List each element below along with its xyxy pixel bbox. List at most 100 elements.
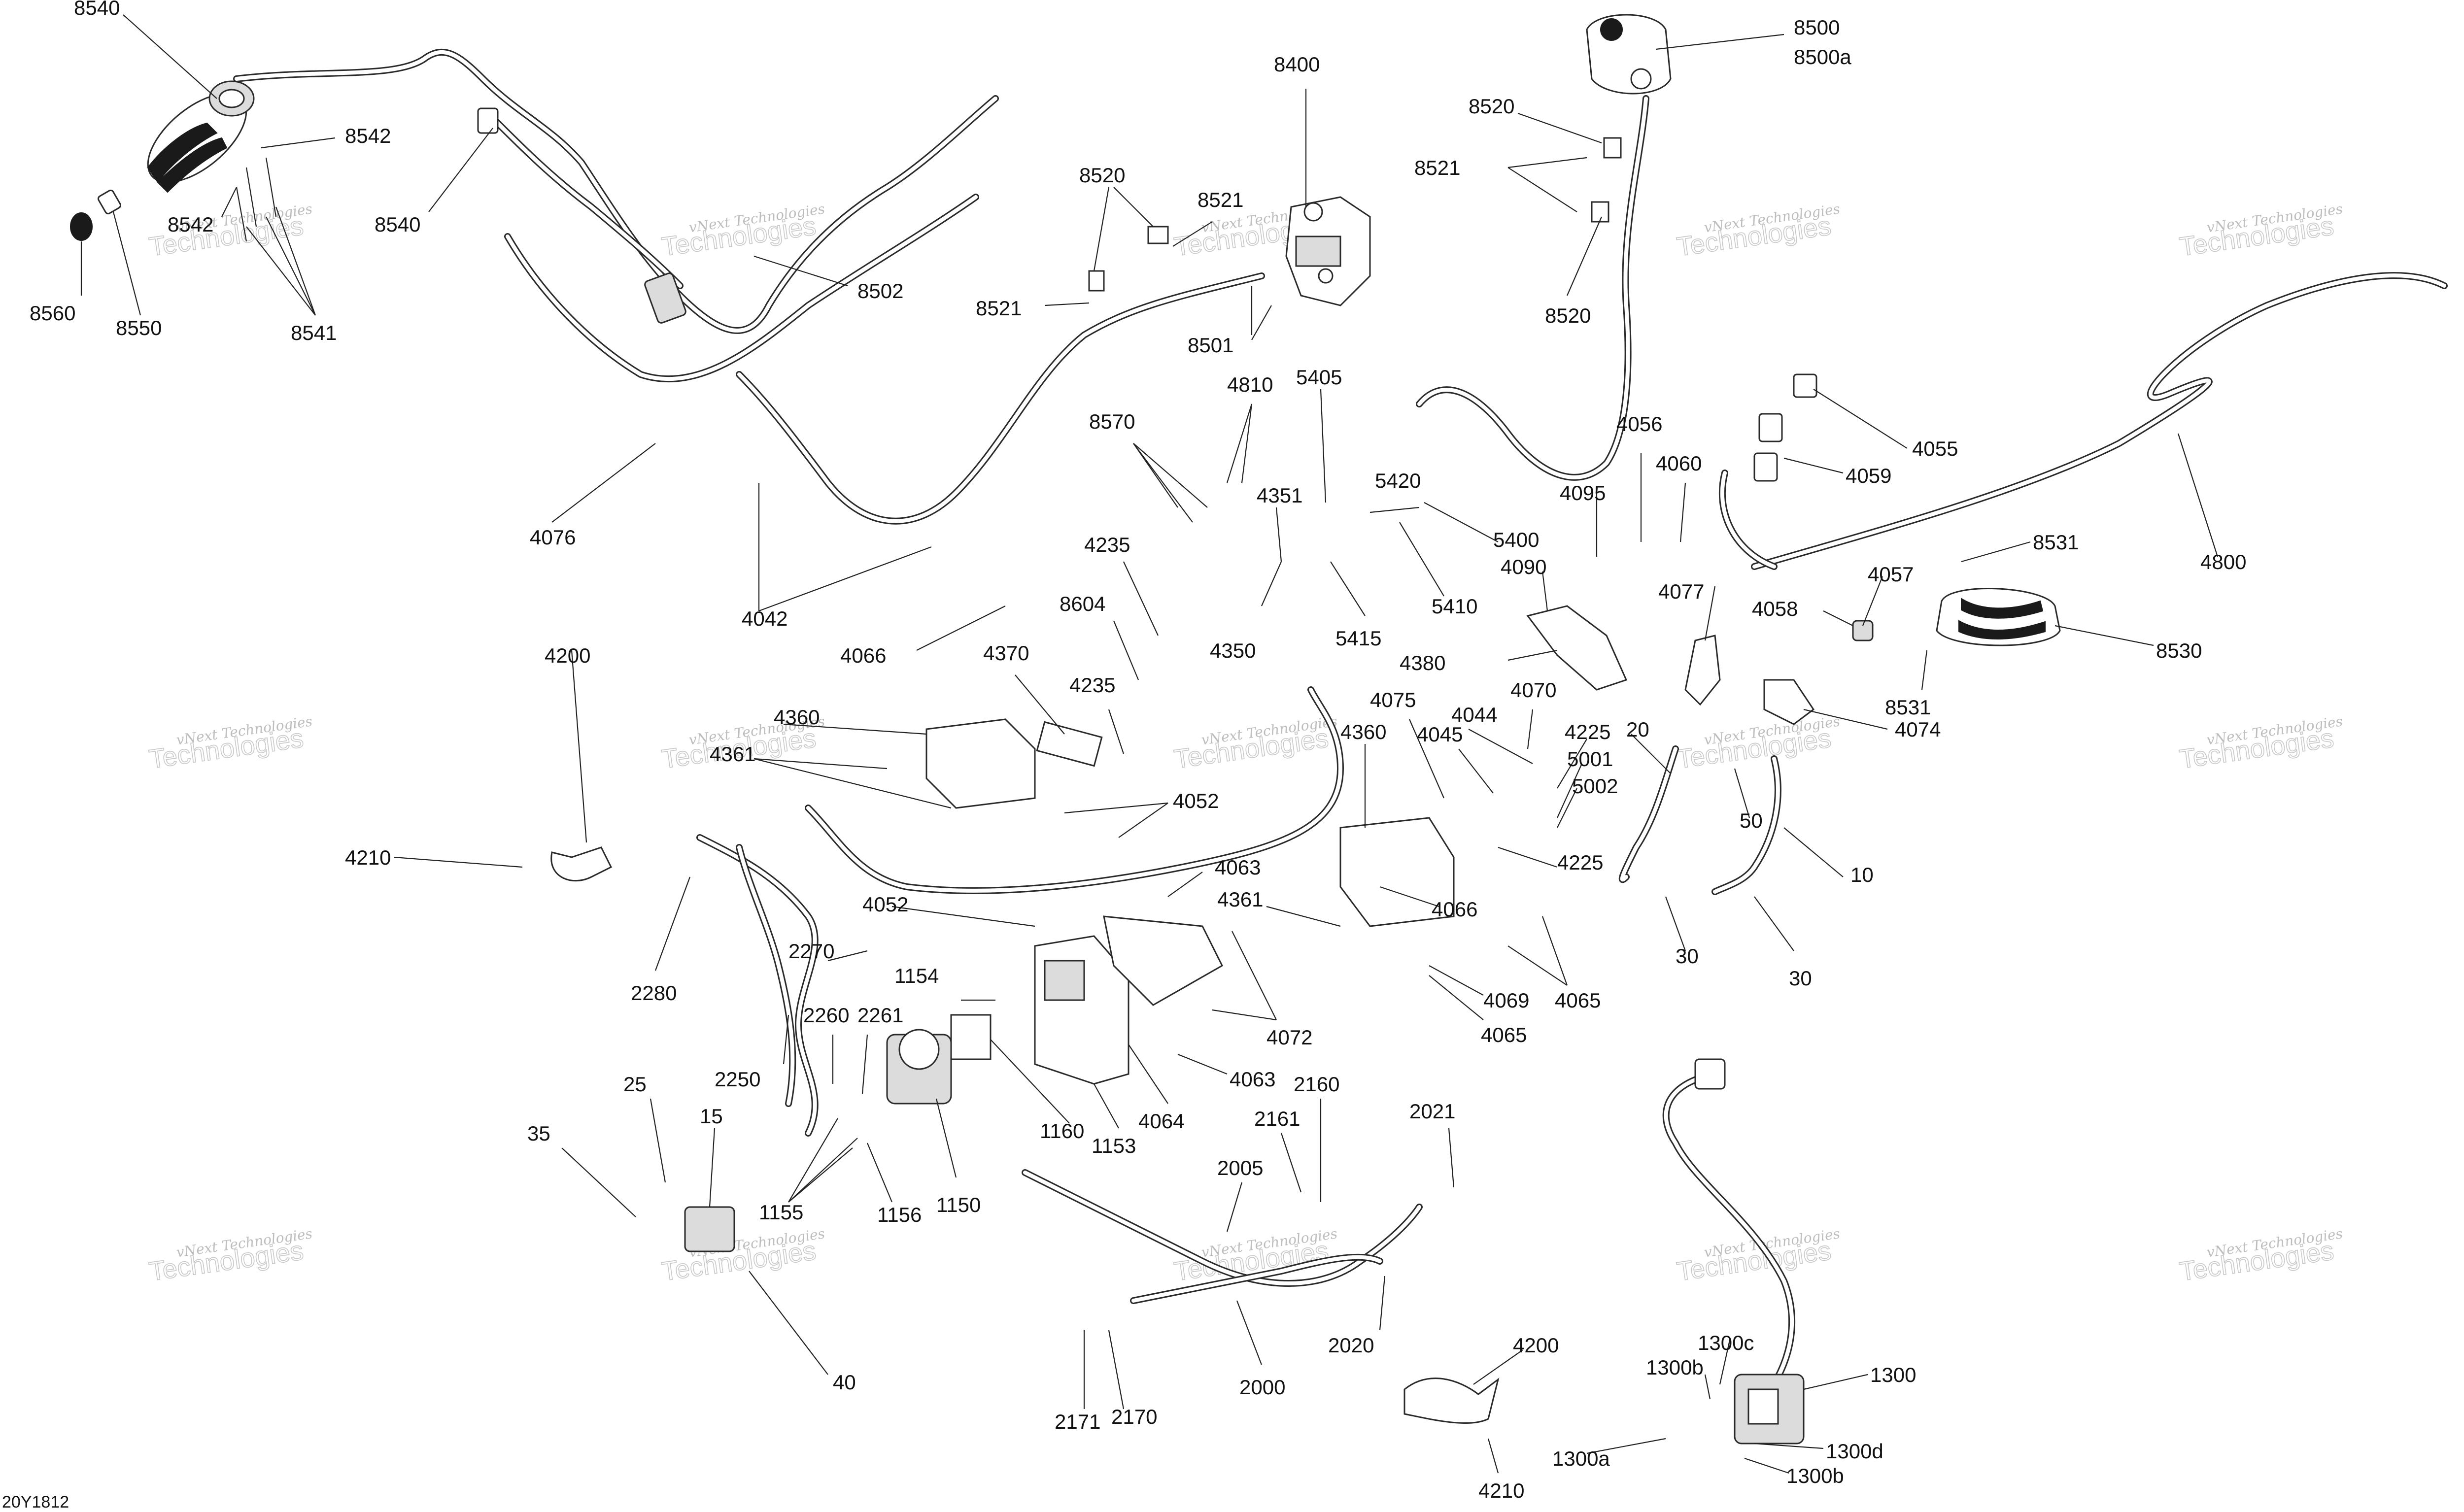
part-label: 4064 xyxy=(1138,1109,1184,1133)
watermark: vNext Technologies Technologies xyxy=(147,1225,313,1287)
part-label: 4055 xyxy=(1912,437,1958,460)
cable-10-20 xyxy=(1618,745,1781,895)
part-label: 2020 xyxy=(1328,1334,1374,1357)
part-label: 1154 xyxy=(894,964,939,987)
clips-8520 xyxy=(1088,226,1169,292)
part-label: 40 xyxy=(833,1371,856,1394)
part-label: 4351 xyxy=(1257,484,1302,507)
connector-1300-top xyxy=(1694,1058,1726,1090)
harness-2000 xyxy=(1022,1169,1423,1304)
part-label: 4066 xyxy=(1432,898,1477,921)
part-label: 5001 xyxy=(1567,747,1613,771)
part-label: 8520 xyxy=(1469,95,1514,118)
part-label: 2260 xyxy=(803,1004,849,1027)
part-label: 5405 xyxy=(1296,366,1342,389)
part-label: 4060 xyxy=(1656,452,1702,475)
watermark: vNext Technologies Technologies xyxy=(147,713,313,774)
part-label: 4065 xyxy=(1481,1023,1527,1046)
part-label: 5420 xyxy=(1375,469,1421,492)
part-label: 4200 xyxy=(545,644,590,667)
bracket-4074 xyxy=(1763,679,1815,725)
part-label: 4076 xyxy=(530,526,576,549)
bracket-4077 xyxy=(1684,635,1721,706)
part-label: 2280 xyxy=(631,981,677,1005)
part-label: 4063 xyxy=(1215,856,1261,879)
part-label: 4225 xyxy=(1565,720,1610,743)
harness-8502 xyxy=(233,48,999,383)
part-label: 8520 xyxy=(1079,164,1125,187)
part-label: 4235 xyxy=(1069,673,1115,697)
part-label: 30 xyxy=(1676,944,1699,968)
watermark: vNext Technologies Technologies xyxy=(659,1225,826,1287)
part-label: 4065 xyxy=(1555,989,1601,1012)
part-label: 10 xyxy=(1850,863,1874,886)
part-label: 2171 xyxy=(1055,1410,1100,1433)
part-label: 4069 xyxy=(1483,989,1529,1012)
clip-4200a xyxy=(550,846,613,882)
part-label: 4074 xyxy=(1895,718,1941,741)
watermark: vNext Technologies Technologies xyxy=(2177,1225,2344,1287)
watermark: vNext Technologies Technologies xyxy=(1675,201,1841,262)
parts xyxy=(70,14,2061,1445)
watermarks: vNext Technologies Technologies vNext Te… xyxy=(147,201,2344,1287)
part-label: 1300d xyxy=(1826,1440,1883,1463)
part-label: 4810 xyxy=(1227,373,1273,396)
part-8560 xyxy=(70,212,93,241)
watermark: vNext Technologies Technologies xyxy=(2177,201,2344,262)
harness-4042 xyxy=(736,272,1265,525)
part-label: 4361 xyxy=(1217,888,1263,911)
part-label: 1300c xyxy=(1698,1331,1754,1354)
watermark: vNext Technologies Technologies xyxy=(2177,713,2344,774)
part-label: 2250 xyxy=(715,1068,760,1091)
part-label: 8541 xyxy=(291,321,337,344)
part-8550 xyxy=(97,189,122,215)
part-label: 4063 xyxy=(1230,1068,1275,1091)
part-label: 4370 xyxy=(983,641,1029,665)
clips-8520b xyxy=(1591,137,1622,223)
part-label: 1153 xyxy=(1092,1134,1136,1157)
part-label: 4210 xyxy=(345,846,391,869)
part-label: 20 xyxy=(1626,718,1649,741)
cable-4800 xyxy=(1718,272,2448,570)
part-label: 8540 xyxy=(375,213,420,236)
switch-8500 xyxy=(1586,14,1672,95)
grip-8530 xyxy=(1936,588,2061,646)
part-label: 50 xyxy=(1740,809,1763,832)
part-label: 4070 xyxy=(1510,678,1556,702)
watermark: vNext Technologies Technologies xyxy=(1675,713,1841,774)
cable-1300 xyxy=(1662,1071,1796,1412)
part-label: 2160 xyxy=(1294,1073,1339,1096)
part-label: 4210 xyxy=(1478,1479,1524,1502)
part-label: 4350 xyxy=(1210,639,1256,662)
tray-4360b xyxy=(1339,817,1455,927)
part-label: 4360 xyxy=(774,706,820,729)
bracket-4090 xyxy=(1526,605,1628,691)
part-label: 4058 xyxy=(1752,597,1798,620)
module-4064 xyxy=(1103,915,1223,1006)
switch-8400 xyxy=(1285,196,1371,306)
part-label: 8604 xyxy=(1060,592,1105,615)
part-label: 4057 xyxy=(1868,563,1914,586)
part-label: 4361 xyxy=(710,742,755,766)
part-label: 8542 xyxy=(168,213,213,236)
part-label: 1300a xyxy=(1552,1447,1610,1470)
part-label: 8540 xyxy=(74,0,120,19)
part-label: 8521 xyxy=(976,297,1022,320)
part-label: 15 xyxy=(700,1105,723,1128)
part-labels: 8540 8542 8542 8540 8560 8550 8541 8502 … xyxy=(30,0,2246,1502)
sensor-1150 xyxy=(886,1029,952,1105)
plate-4370 xyxy=(1036,721,1103,767)
part-label: 8500 xyxy=(1794,16,1840,39)
part-label: 4095 xyxy=(1560,481,1606,504)
part-label: 1300 xyxy=(1870,1363,1916,1386)
part-label: 35 xyxy=(527,1122,550,1145)
part-label: 4200 xyxy=(1513,1334,1559,1357)
part-label: 8520 xyxy=(1545,304,1591,327)
part-label: 8542 xyxy=(345,124,391,147)
wiring xyxy=(233,48,2448,1412)
part-label: 4075 xyxy=(1370,688,1416,711)
part-label: 8550 xyxy=(116,316,162,339)
part-label: 4235 xyxy=(1084,533,1130,556)
part-label: 4077 xyxy=(1658,580,1704,603)
part-label: 4800 xyxy=(2200,550,2246,573)
